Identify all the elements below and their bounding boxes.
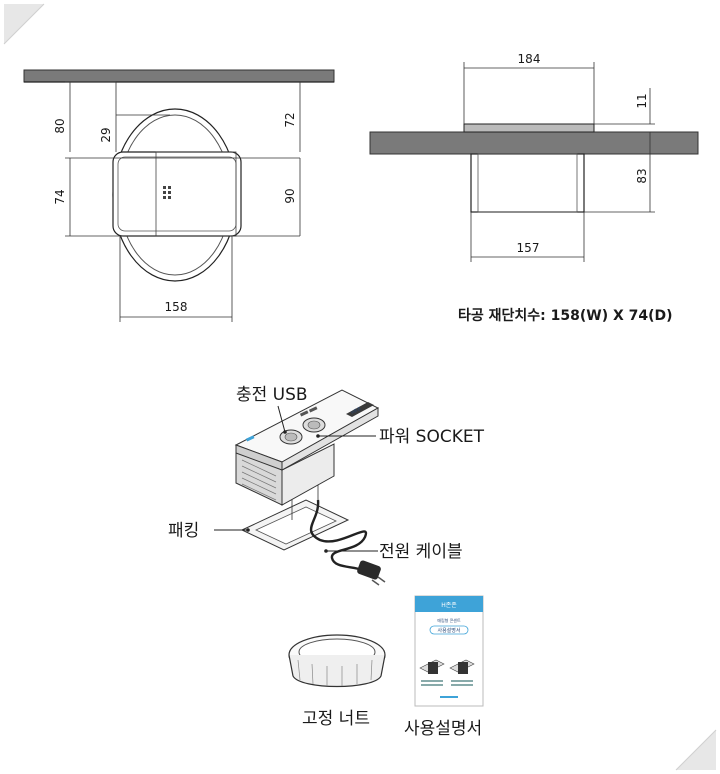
side-dim-29: 29 [99,127,113,142]
manual-brand: H존존 [441,602,457,609]
side-dim-90: 90 [283,188,297,203]
cable-label: 전원 케이블 [379,542,463,562]
front-view-body [470,153,585,213]
packing-gasket [240,499,350,551]
corner-decoration-top-left [3,3,45,45]
side-view-dimension-lines [65,81,301,322]
side-view-housing [112,151,242,237]
front-view-drawing: 184 11 83 157 [369,52,699,262]
manual-booklet: H존존 매립형 콘센트 사용설명서 [414,595,484,707]
side-dim-158: 158 [165,300,188,314]
front-view-dimension-lines [463,62,655,262]
front-dim-83: 83 [635,168,649,183]
nut-label: 고정 너트 [302,709,370,729]
socket-label: 파워 SOCKET [379,427,485,447]
side-dim-80: 80 [53,118,67,133]
front-dim-11: 11 [635,93,649,108]
front-dim-157: 157 [517,241,540,255]
corner-decoration-bottom-right [675,729,717,771]
front-dim-184: 184 [518,52,541,66]
fixing-nut [288,634,386,688]
manual-label: 사용설명서 [404,719,482,739]
front-view-plate [369,131,699,155]
manual-line2: 사용설명서 [437,627,460,634]
front-view-flange [463,123,595,133]
housing-body [235,443,335,506]
side-view-drawing: 80 29 72 74 90 158 [23,69,335,322]
side-dim-72: 72 [283,112,297,127]
power-plug [357,560,386,586]
side-dim-74: 74 [53,189,67,204]
side-view-plate [23,69,335,83]
usb-port [299,406,318,417]
manual-product-thumbnails [419,659,475,698]
cut-spec-label: 타공 재단치수: 158(W) X 74(D) [458,307,673,324]
manual-line1: 매립형 콘센트 [437,617,461,623]
callout-leaders [214,405,378,553]
product-illustration: H존존 [168,385,485,586]
plate-brand-mark: H존존 [350,406,362,415]
usb-label: 충전 USB [236,385,308,405]
power-cable [309,499,386,586]
packing-label: 패킹 [168,521,199,541]
